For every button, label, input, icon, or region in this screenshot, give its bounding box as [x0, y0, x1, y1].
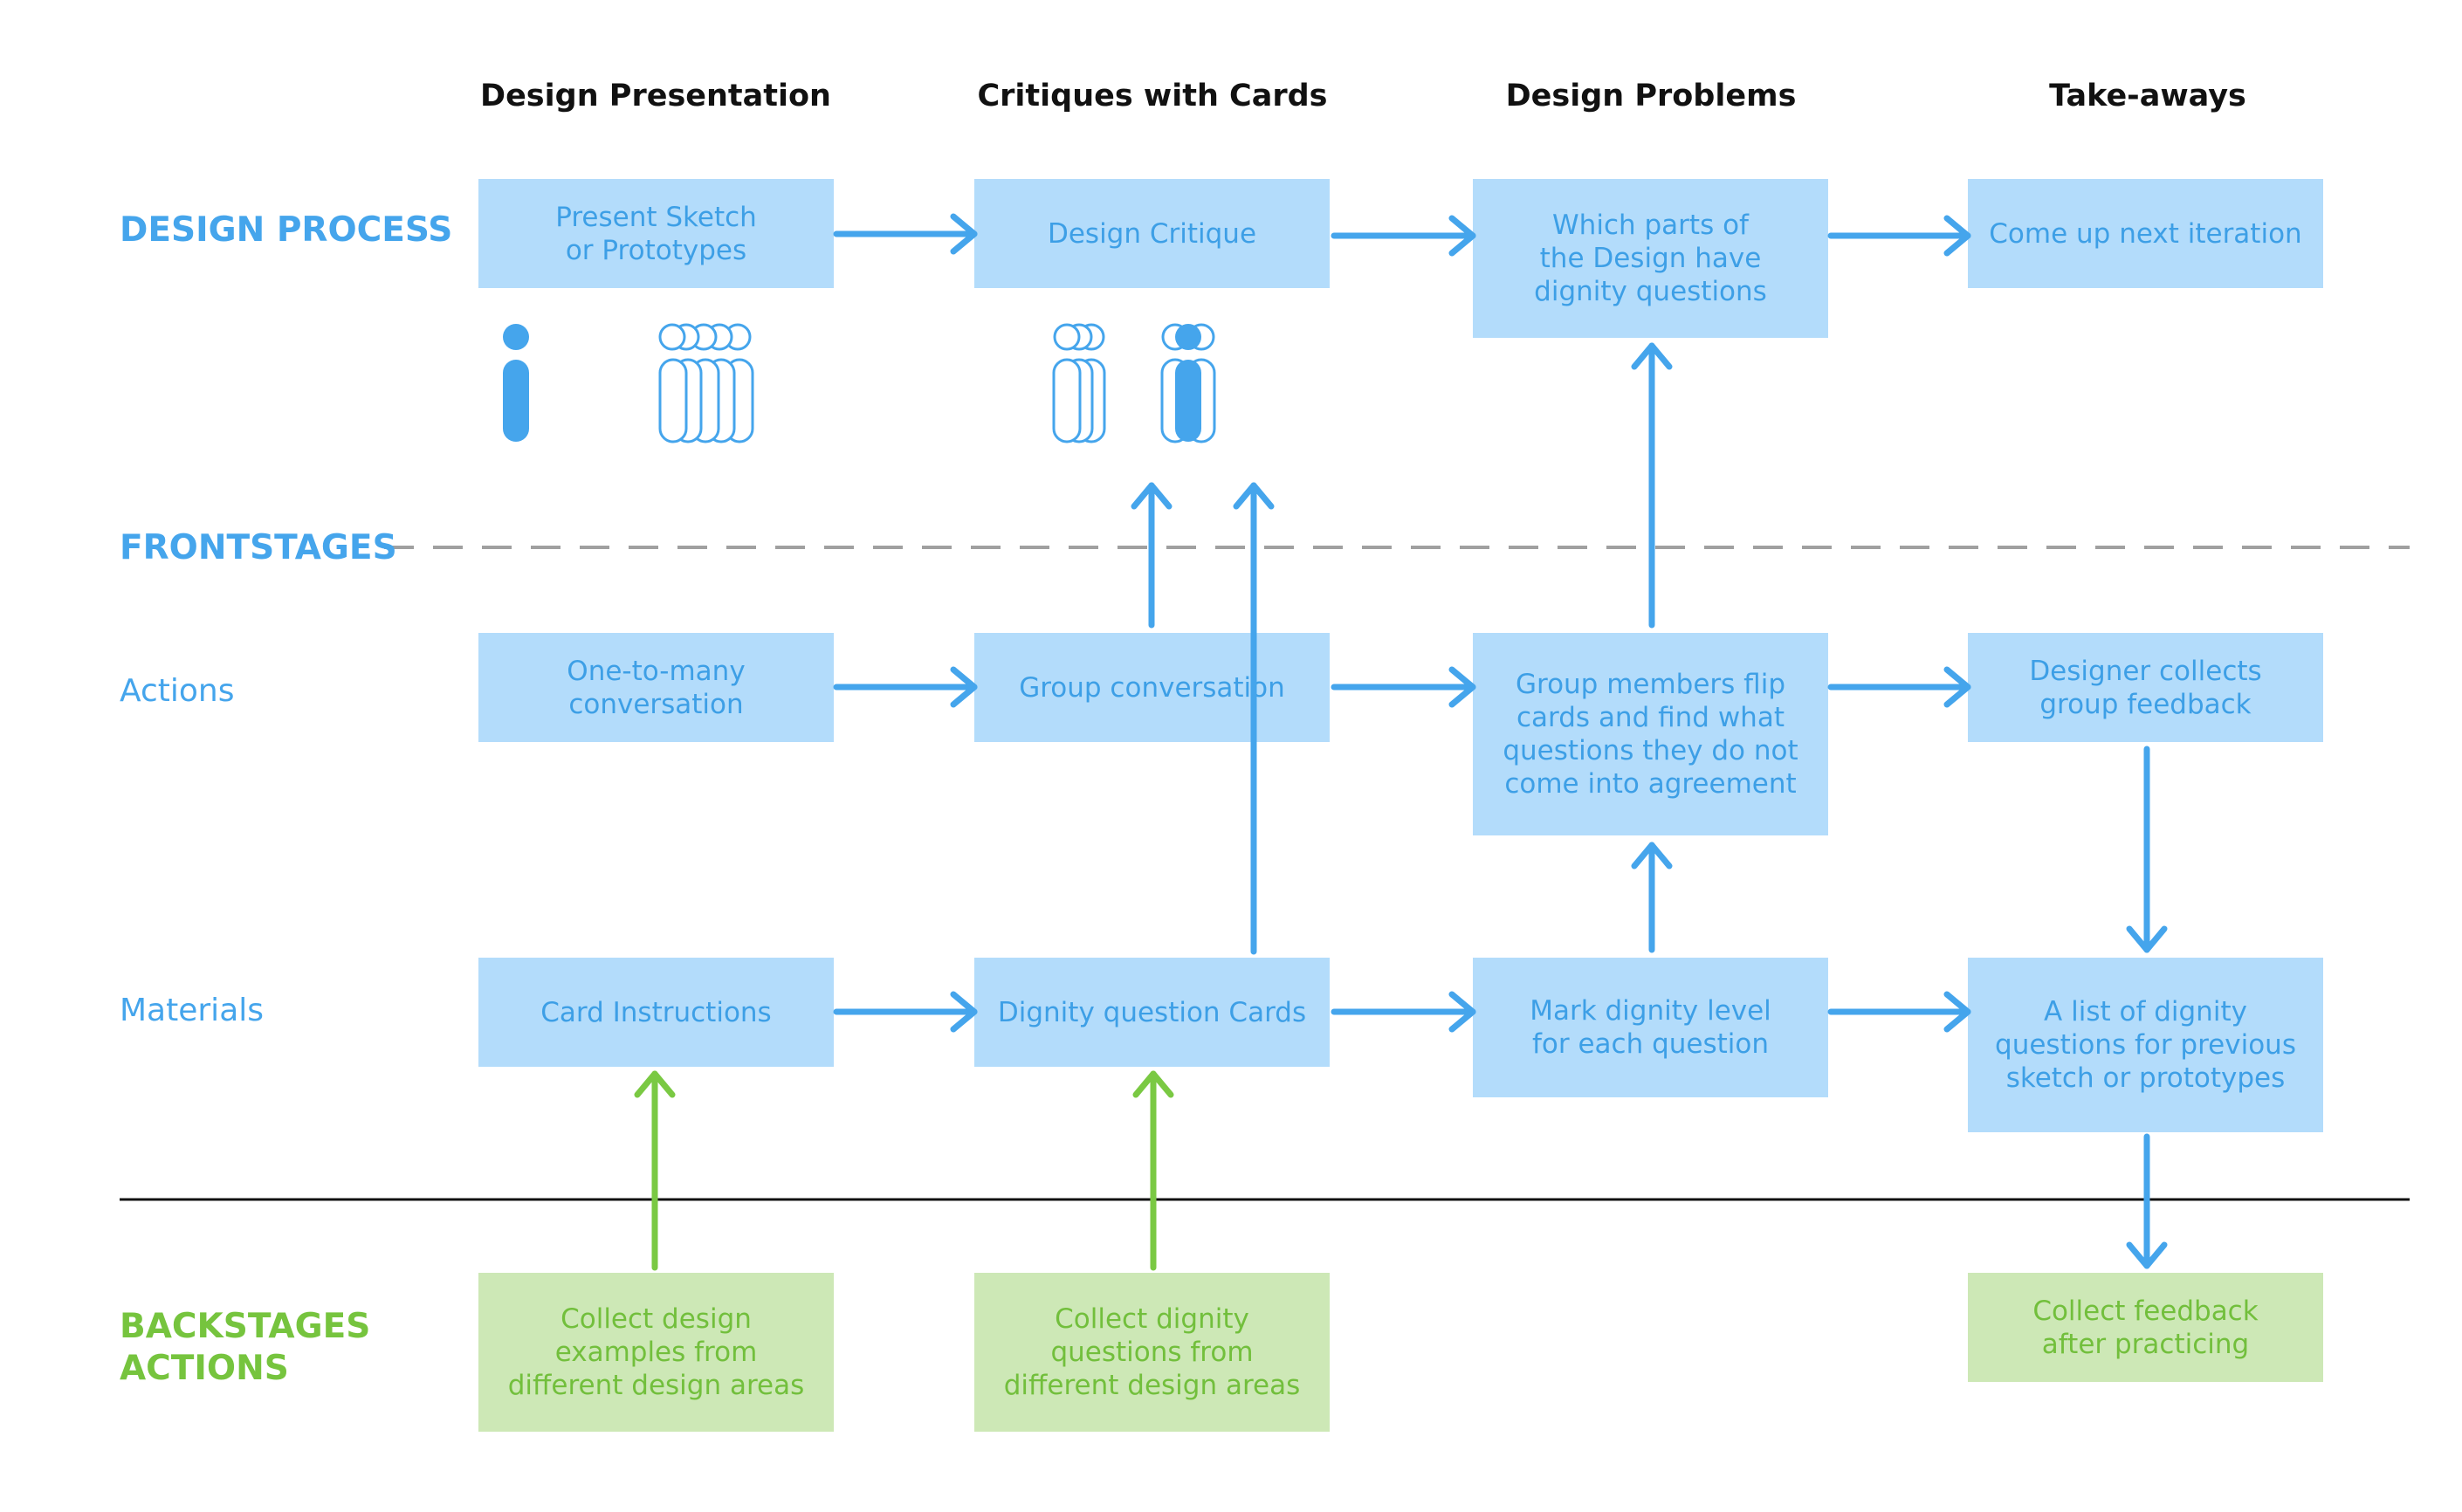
arrow-which-parts-to-iteration — [1827, 215, 1971, 257]
box-dignity-list: A list of dignity questions for previous… — [1968, 958, 2323, 1132]
arrow-mark-to-list — [1827, 991, 1971, 1033]
arrow-examples-to-instructions — [634, 1070, 676, 1271]
column-header-design-presentation: Design Presentation — [480, 79, 831, 113]
column-header-design-problems: Design Problems — [1505, 79, 1797, 113]
arrow-group-to-flip — [1331, 666, 1476, 708]
group-icon — [658, 323, 754, 443]
arrow-group-to-icons — [1131, 482, 1173, 629]
row-label-design-process: DESIGN PROCESS — [120, 210, 453, 250]
arrow-critique-to-which-parts — [1331, 215, 1476, 257]
arrow-present-to-critique — [833, 213, 978, 255]
box-collect-examples: Collect design examples from different d… — [478, 1273, 834, 1432]
row-label-frontstages: FRONTSTAGES — [120, 528, 397, 567]
arrow-list-to-feedback — [2126, 1133, 2168, 1269]
critique-group-highlighted-icon — [1160, 323, 1216, 443]
arrow-cards-to-mark — [1331, 991, 1476, 1033]
box-design-critique: Design Critique — [974, 179, 1330, 288]
arrow-cards-to-icons — [1233, 482, 1275, 955]
arrow-mark-to-flip — [1631, 842, 1673, 953]
box-present-sketch: Present Sketch or Prototypes — [478, 179, 834, 288]
row-label-backstages-actions: BACKSTAGES ACTIONS — [120, 1307, 371, 1388]
row-label-actions: Actions — [120, 673, 235, 709]
arrow-flip-to-designer — [1827, 666, 1971, 708]
arrow-questions-to-cards — [1132, 1070, 1174, 1271]
box-dignity-cards: Dignity question Cards — [974, 958, 1330, 1067]
box-one-to-many: One-to-many conversation — [478, 633, 834, 742]
box-mark-dignity: Mark dignity level for each question — [1473, 958, 1828, 1097]
person-icon — [503, 324, 529, 442]
critique-group-icon — [1052, 323, 1106, 443]
box-next-iteration: Come up next iteration — [1968, 179, 2323, 288]
row-label-materials: Materials — [120, 993, 265, 1028]
column-header-critiques-with-cards: Critiques with Cards — [977, 79, 1328, 113]
box-group-flip: Group members flip cards and find what q… — [1473, 633, 1828, 835]
box-designer-collects: Designer collects group feedback — [1968, 633, 2323, 742]
column-header-take-aways: Take-aways — [2049, 79, 2246, 113]
arrow-flip-to-which-parts — [1631, 342, 1673, 629]
box-collect-questions: Collect dignity questions from different… — [974, 1273, 1330, 1432]
arrow-one-to-many-to-group — [833, 666, 978, 708]
box-which-parts: Which parts of the Design have dignity q… — [1473, 179, 1828, 338]
arrow-instructions-to-cards — [833, 991, 978, 1033]
box-collect-feedback: Collect feedback after practicing — [1968, 1273, 2323, 1382]
arrow-designer-to-list — [2126, 746, 2168, 953]
box-card-instructions: Card Instructions — [478, 958, 834, 1067]
